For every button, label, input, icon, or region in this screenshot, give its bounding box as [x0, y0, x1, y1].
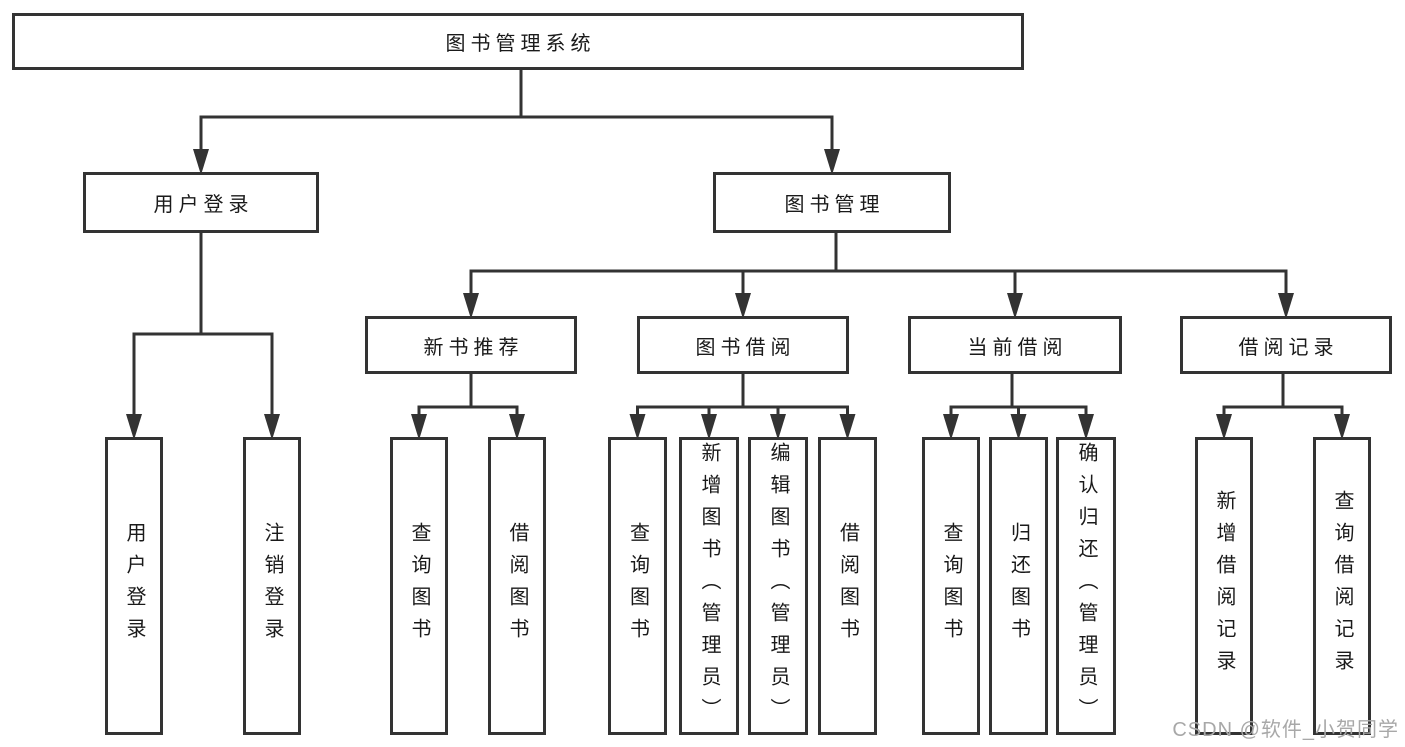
node-leaf-query-book-2: 查询图书	[608, 437, 667, 735]
node-label: 图书管理系统	[445, 33, 596, 55]
node-label: 用户登录	[123, 522, 145, 650]
node-label: 新增借阅记录	[1213, 490, 1235, 682]
node-label: 新增图书（管理员）	[698, 442, 720, 730]
node-label: 借阅记录	[1238, 336, 1339, 359]
node-leaf-query-book-3: 查询图书	[922, 437, 980, 735]
node-leaf-return-book: 归还图书	[989, 437, 1048, 735]
node-book-mgmt: 图书管理	[713, 172, 951, 233]
node-leaf-confirm-return: 确认归还（管理员）	[1056, 437, 1116, 735]
node-leaf-borrow-book-2: 借阅图书	[818, 437, 877, 735]
node-leaf-query-borrow-record: 查询借阅记录	[1313, 437, 1371, 735]
node-leaf-add-borrow-record: 新增借阅记录	[1195, 437, 1253, 735]
node-label: 用户登录	[153, 194, 254, 216]
node-label: 查询图书	[626, 522, 649, 650]
node-label: 编辑图书（管理员）	[767, 442, 789, 730]
node-leaf-borrow-book-1: 借阅图书	[488, 437, 546, 735]
node-current-borrow: 当前借阅	[908, 316, 1122, 374]
node-label: 借阅图书	[506, 522, 528, 650]
node-label: 注销登录	[261, 522, 283, 650]
node-leaf-query-book-1: 查询图书	[390, 437, 448, 735]
node-leaf-add-book: 新增图书（管理员）	[679, 437, 739, 735]
node-label: 新书推荐	[423, 336, 524, 359]
node-label: 确认归还（管理员）	[1075, 442, 1097, 730]
node-leaf-logout: 注销登录	[243, 437, 301, 735]
node-user-login: 用户登录	[83, 172, 319, 233]
node-book-borrow: 图书借阅	[637, 316, 849, 374]
watermark: CSDN @软件_小贺同学	[1172, 719, 1399, 741]
node-label: 图书借阅	[695, 336, 796, 359]
node-label: 查询图书	[408, 522, 430, 650]
node-label: 归还图书	[1007, 522, 1030, 650]
node-leaf-user-login: 用户登录	[105, 437, 163, 735]
node-new-book-rec: 新书推荐	[365, 316, 577, 374]
node-label: 图书管理	[784, 194, 885, 216]
node-label: 查询借阅记录	[1331, 490, 1353, 682]
node-label: 查询图书	[940, 522, 962, 650]
node-label: 当前借阅	[967, 336, 1068, 359]
node-root: 图书管理系统	[12, 13, 1024, 70]
node-leaf-edit-book: 编辑图书（管理员）	[748, 437, 808, 735]
node-label: 借阅图书	[836, 522, 859, 650]
node-borrow-records: 借阅记录	[1180, 316, 1392, 374]
